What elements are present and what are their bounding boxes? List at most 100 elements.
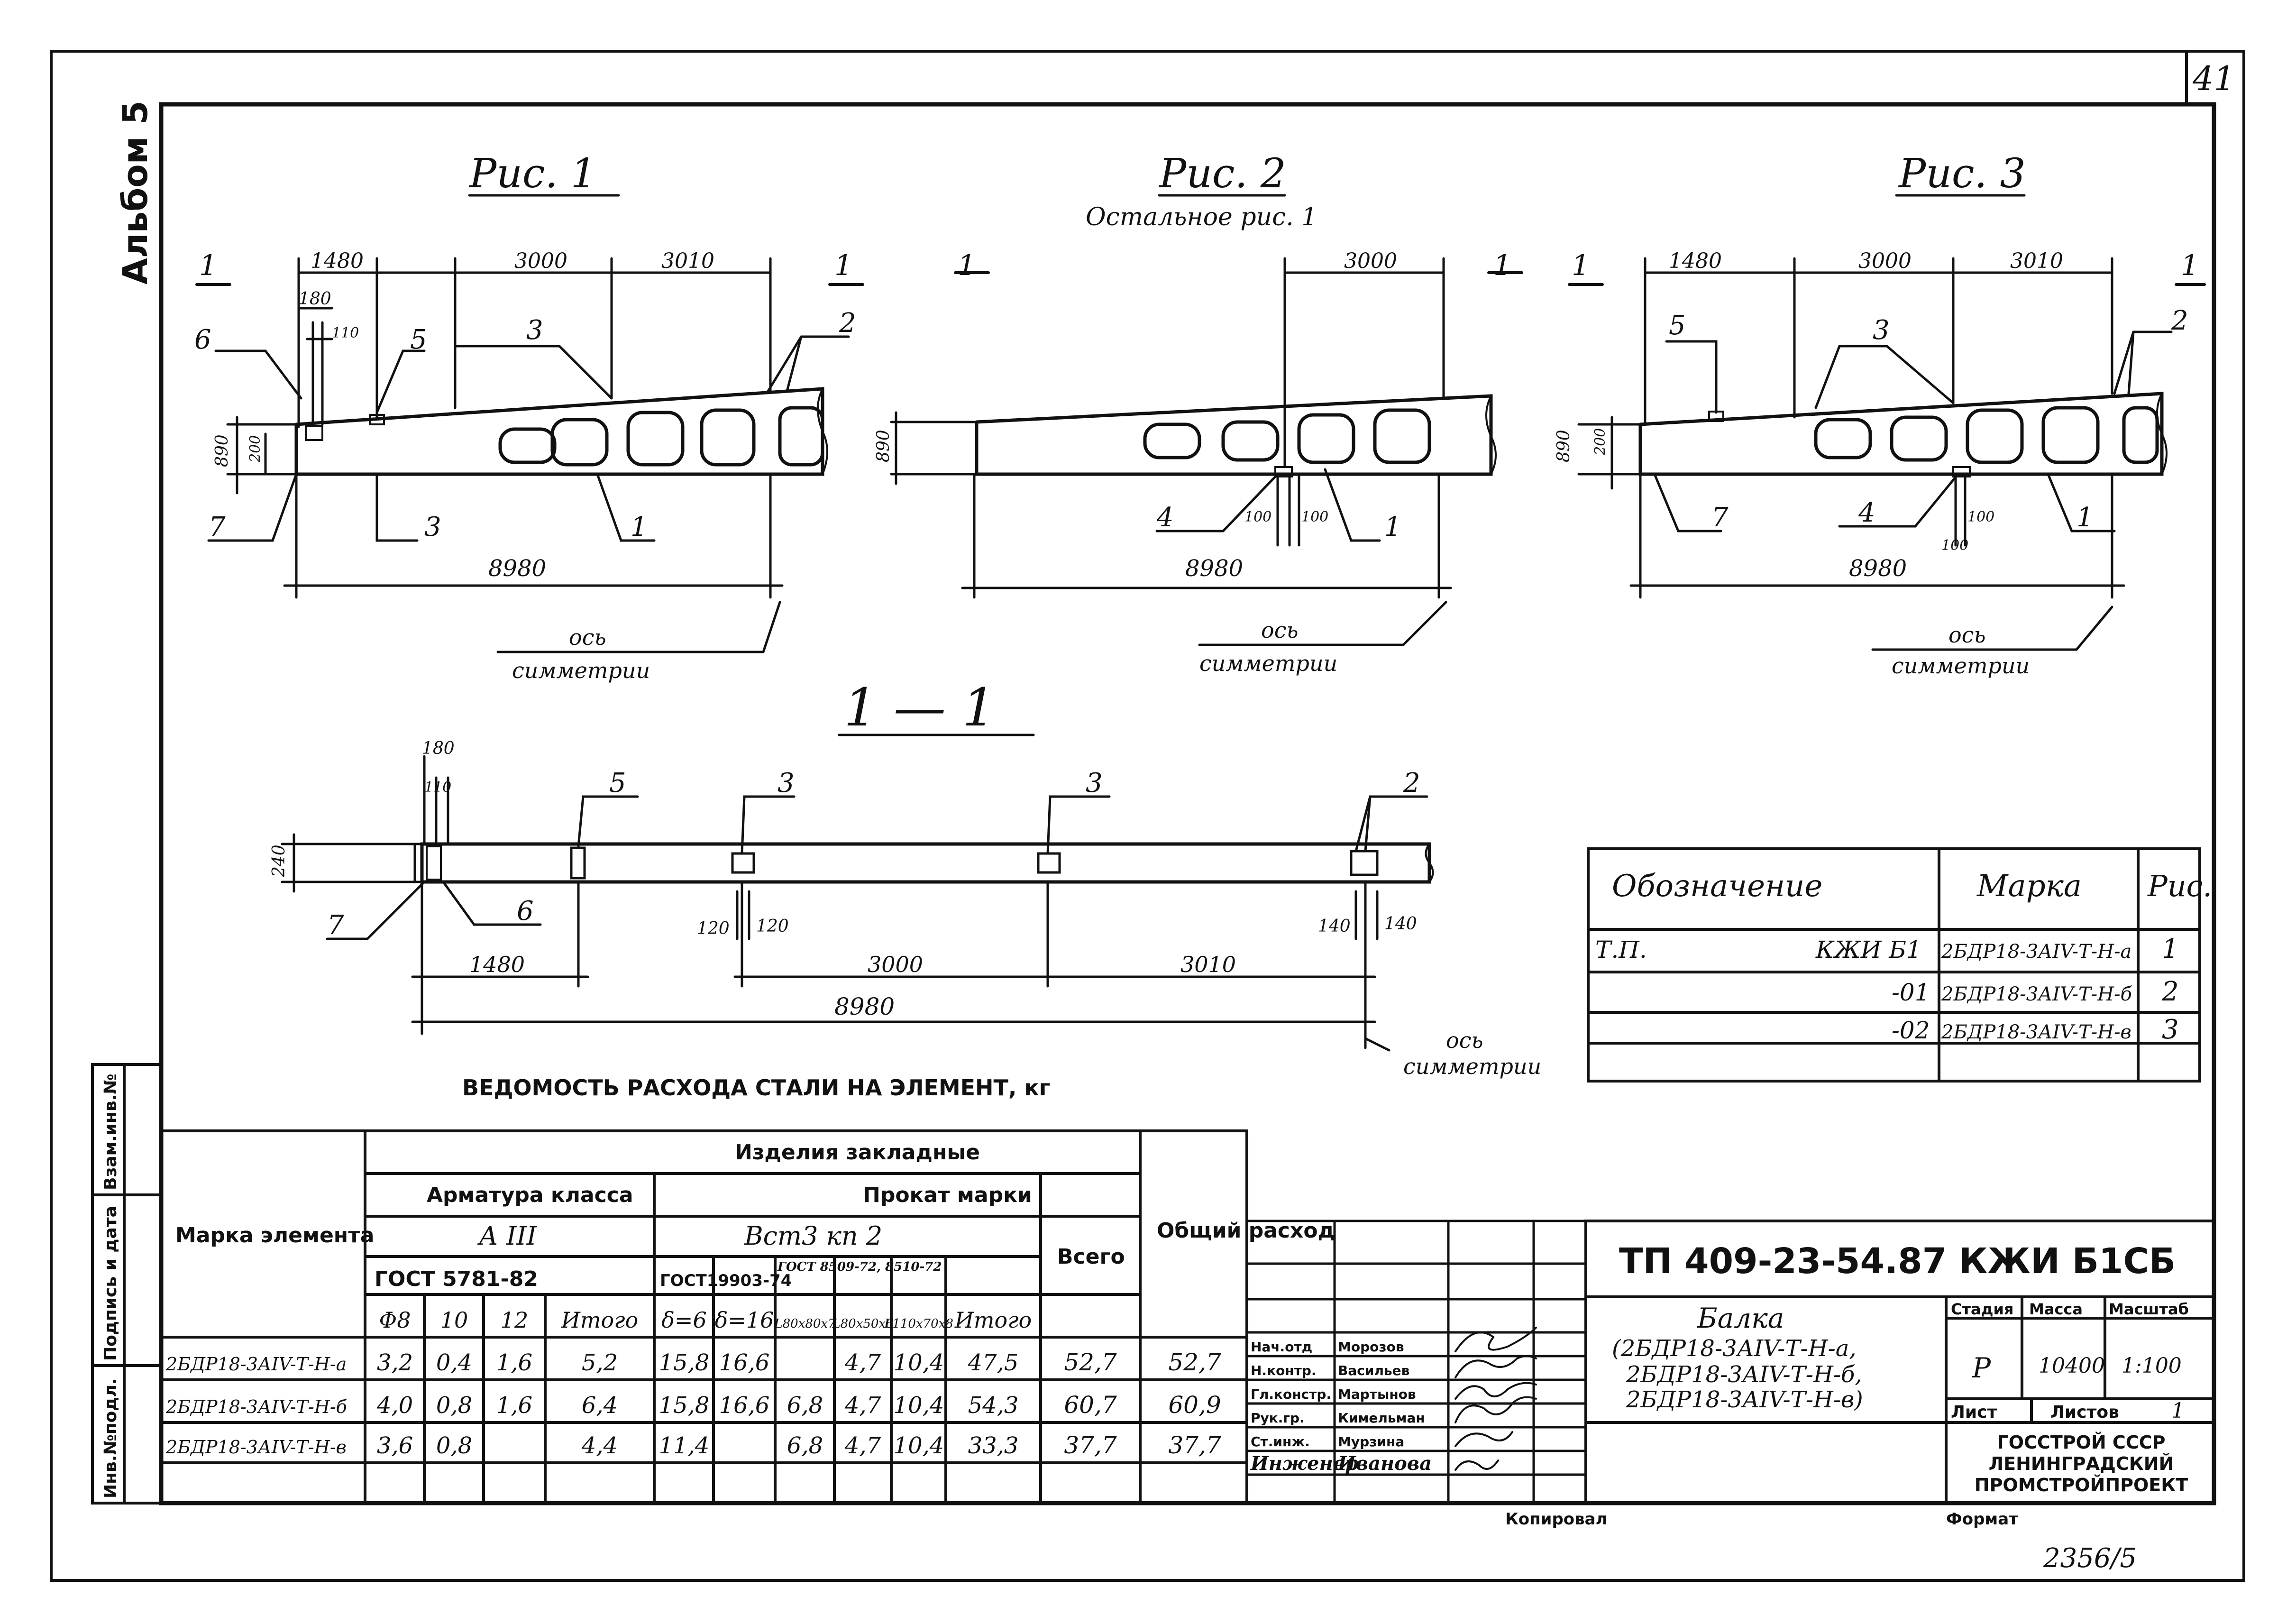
col-mark-element: Марка элемента [175, 1223, 374, 1248]
fig1-axis-line2: симметрии [512, 658, 650, 683]
side-stamp-sign: Подпись и дата [101, 1206, 120, 1361]
steel-subheader: Итого [954, 1307, 1032, 1333]
fig3-dim-200: 200 [1592, 428, 1609, 456]
fig1-dim-180: 180 [299, 289, 331, 309]
fig2-section-mark-left: 1 [958, 249, 976, 282]
side-stamp-replace: Взам.инв.№ [101, 1073, 120, 1190]
fig3-dim-1480: 1480 [1669, 249, 1722, 273]
steel-cell: 10,4 [894, 1432, 944, 1459]
section-dim-140-a: 140 [1318, 917, 1351, 936]
steel-cell: 6,4 [582, 1392, 618, 1419]
section-dim-240: 240 [269, 844, 289, 878]
section-pos-3b: 3 [1086, 768, 1103, 798]
fig3-pos-3: 3 [1873, 315, 1890, 346]
fig3-dim-3010: 3010 [2010, 249, 2063, 273]
mass-value: 10400 [2039, 1354, 2105, 1378]
section-pos-7: 7 [327, 910, 344, 941]
rebar-gost: ГОСТ 5781-82 [375, 1267, 538, 1291]
steel-cell: 11,4 [659, 1432, 710, 1459]
mark-0: 2БДР18-3АIV-Т-Н-а [1941, 941, 2131, 963]
bottom-number: 2356/5 [2043, 1543, 2137, 1574]
steel-total: 60,7 [1064, 1391, 1117, 1419]
section-dim-140-b: 140 [1384, 914, 1417, 934]
sheets-value: 1 [2171, 1399, 2185, 1423]
fig2-dim-8980: 8980 [1185, 555, 1243, 582]
signature-role: Инженер [1250, 1452, 1358, 1475]
fig-0: 1 [2162, 934, 2179, 964]
figure-3 [1568, 194, 2206, 651]
steel-cell: 10,4 [894, 1392, 944, 1419]
fig2-pos-4: 4 [1156, 502, 1174, 533]
figure-2 [890, 194, 1523, 646]
fig3-dim-890: 890 [1554, 430, 1573, 462]
steel-row-mark: 2БДР18-3АIV-Т-Н-в [165, 1437, 347, 1458]
fig1-pos-2: 2 [839, 308, 856, 339]
fig3-title: Рис. 3 [1898, 150, 2026, 197]
fig1-dim-110: 110 [332, 325, 359, 341]
steel-cell: 6,8 [787, 1432, 823, 1459]
mark-header: Марка [1976, 869, 2082, 904]
fig1-section-mark-left: 1 [199, 249, 217, 282]
steel-cell: 16,6 [719, 1392, 770, 1419]
fig-header: Рис. [2147, 869, 2212, 903]
fig3-pos-7: 7 [1711, 502, 1729, 533]
steel-cell: 4,7 [844, 1392, 881, 1419]
steel-cell: 4,4 [581, 1432, 618, 1459]
steel-subheader: δ=16 [715, 1307, 774, 1333]
fig2-dim-3000: 3000 [1344, 249, 1397, 273]
steel-cell: 33,3 [968, 1432, 1019, 1459]
fig1-pos-7: 7 [209, 512, 226, 542]
steel-subheader: L80x80x7 [774, 1317, 836, 1331]
steel-row-mark: 2БДР18-3АIV-Т-Н-а [165, 1354, 347, 1375]
fig2-title: Рис. 2 [1158, 150, 1286, 197]
title-mark-1: 2БДР18-3АIV-Т-Н-б, [1626, 1361, 1862, 1388]
steel-cell: 47,5 [968, 1349, 1019, 1376]
fig1-pos-1: 1 [631, 512, 648, 542]
steel-overall: 37,7 [1168, 1431, 1221, 1459]
section-pos-6: 6 [517, 896, 534, 927]
title-mark-2: 2БДР18-3АIV-Т-Н-в) [1626, 1386, 1863, 1413]
rolled-gost2: ГОСТ 8509-72, 8510-72 [777, 1260, 942, 1274]
steel-cell: 0,4 [436, 1349, 472, 1376]
signature-role: Ст.инж. [1251, 1434, 1310, 1450]
steel-cell: 10,4 [894, 1349, 944, 1376]
fig2-pos-1: 1 [1384, 512, 1401, 542]
page-number: 41 [2192, 59, 2235, 98]
steel-cell: 4,0 [376, 1392, 413, 1419]
fig1-dim-1480: 1480 [311, 249, 364, 273]
steel-subheader: Φ8 [379, 1307, 411, 1333]
fig1-pos-6: 6 [194, 324, 211, 355]
fig1-dim-200: 200 [247, 435, 264, 463]
mass-label: Масса [2029, 1300, 2083, 1318]
steel-subheader: δ=6 [661, 1307, 707, 1333]
steel-cell: 1,6 [496, 1349, 532, 1376]
designation-code-1: -01 [1892, 979, 1930, 1006]
steel-row-mark: 2БДР18-3АIV-Т-Н-б [165, 1396, 348, 1417]
fig1-pos-3-top: 3 [526, 315, 543, 346]
section-dim-110: 110 [424, 779, 451, 796]
fig1-dim-8980: 8980 [488, 555, 546, 582]
figure-1 [195, 194, 864, 653]
steel-overall: 52,7 [1168, 1349, 1221, 1376]
designation-table [1587, 847, 2201, 1083]
steel-cell: 5,2 [582, 1349, 618, 1376]
fig3-axis-line2: симметрии [1892, 653, 2030, 679]
stage-label: Стадия [1951, 1300, 2013, 1318]
fig3-section-mark-right: 1 [2181, 249, 2199, 282]
fig3-pos-2: 2 [2171, 305, 2188, 336]
fig1-dim-3000: 3000 [514, 249, 567, 273]
fig3-pos-1: 1 [2076, 502, 2094, 533]
group-rebar: Арматура класса [427, 1183, 633, 1207]
album-label: Альбом 5 [115, 101, 155, 284]
section-axis-line1: ось [1446, 1028, 1483, 1053]
mark-2: 2БДР18-3АIV-Т-Н-в [1941, 1021, 2131, 1043]
fig3-dim-8980: 8980 [1849, 555, 1907, 582]
steel-overall: 60,9 [1168, 1391, 1221, 1419]
steel-cell: 0,8 [436, 1392, 472, 1419]
stage-value: Р [1972, 1352, 1991, 1384]
fig3-pos-4: 4 [1858, 497, 1875, 528]
rolled-gost1: ГОСТ19903-74 [660, 1271, 792, 1290]
title-block [1584, 1220, 2215, 1505]
